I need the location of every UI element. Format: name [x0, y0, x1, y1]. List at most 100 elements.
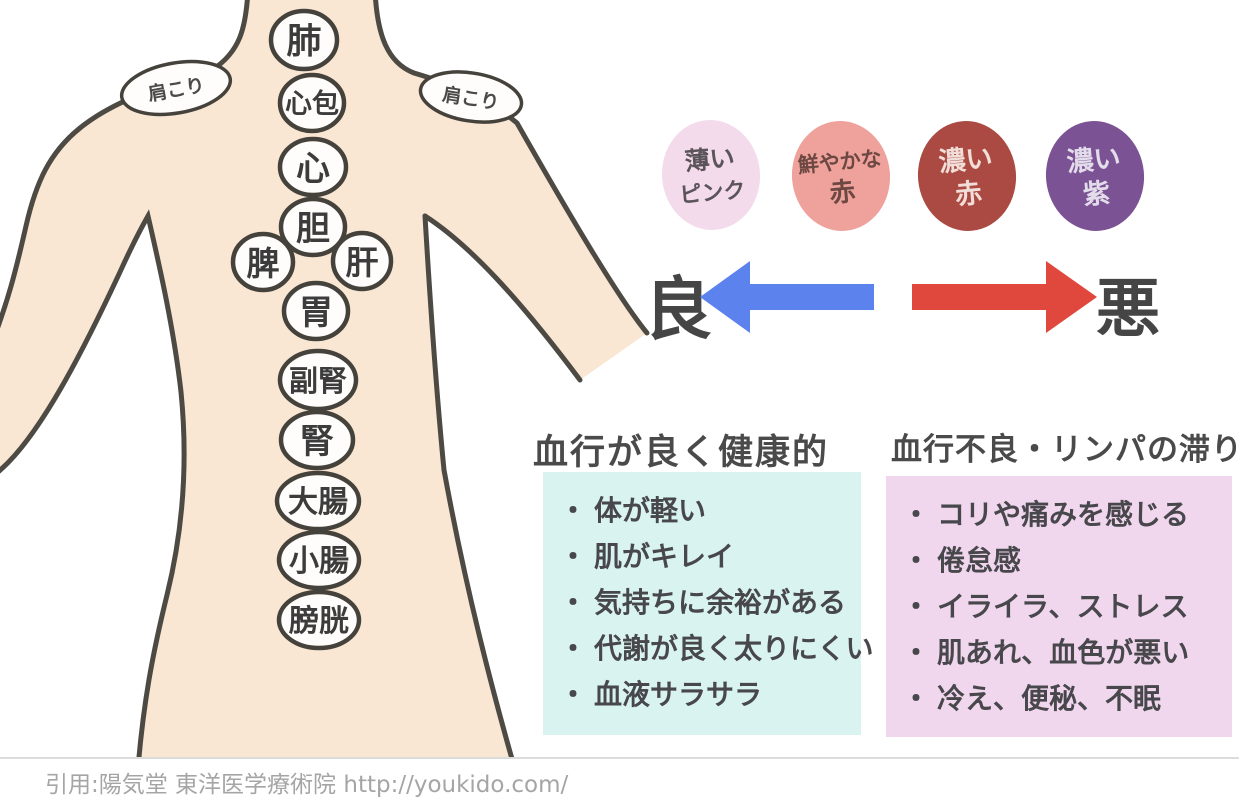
organ-label: 大腸 — [288, 485, 348, 520]
organ-oval — [230, 231, 296, 293]
organ-oval — [268, 8, 340, 72]
organ-circle-stomach: 胃 — [281, 280, 351, 342]
organ-circle-pericardium: 心包 — [277, 72, 347, 134]
good-box-item: ・ 気持ちに余裕がある — [559, 581, 851, 627]
bullet: ・ — [559, 586, 588, 619]
bad-box-item: ・ コリや痛みを感じる — [902, 493, 1222, 539]
outline-right-torso — [422, 213, 521, 783]
organ-label: 腎 — [300, 422, 334, 462]
organ-oval — [278, 196, 348, 258]
organ-circle-liver: 肝 — [330, 230, 394, 292]
good-label: 良 — [644, 271, 712, 350]
organ-label: 胃 — [299, 293, 333, 333]
bad-box-item: ・ 冷え、便秘、不眠 — [902, 677, 1222, 723]
bullet: ・ — [902, 544, 931, 577]
color-circle-shape — [661, 120, 761, 230]
organ-label: 副腎 — [289, 364, 347, 398]
color-circle-label-line1: 濃い — [1065, 143, 1121, 179]
bad-label: 悪 — [1096, 273, 1160, 347]
bad-box-item-text: イライラ、ストレス — [937, 590, 1189, 623]
color-circle-dark-purple: 濃い 紫 — [1045, 121, 1145, 231]
good-box-item-text: 血液サラサラ — [594, 678, 763, 711]
color-circle-dark-red: 濃い 赤 — [917, 121, 1017, 231]
outline-left-innerarm-torso — [0, 209, 187, 783]
bullet: ・ — [902, 590, 931, 623]
good-box-item: ・ 体が軽い — [559, 489, 851, 535]
good-box-item: ・ 代謝が良く太りにくい — [559, 627, 873, 673]
footer-citation: 引用:陽気堂 東洋医学療術院 http://youkido.com/ — [45, 772, 569, 798]
color-circle-label-line2: 赤 — [954, 178, 984, 211]
bullet: ・ — [902, 682, 931, 715]
body-outline — [0, 0, 650, 783]
color-circle-label-line2: ピンク — [679, 178, 747, 209]
bad-box-item-text: コリや痛みを感じる — [937, 498, 1190, 531]
bad-arrow-right-icon — [912, 261, 1097, 333]
organ-oval — [330, 230, 394, 292]
bad-box-item: ・ イライラ、ストレス — [902, 585, 1222, 631]
good-arrow-left-icon — [700, 261, 874, 333]
bad-box-item-text: 冷え、便秘、不眠 — [937, 682, 1162, 715]
color-scale: 薄い ピンク 鮮やかな 赤 濃い 赤 濃い 紫 — [661, 120, 1145, 231]
organ-label: 脾 — [247, 244, 280, 283]
organ-label: 肝 — [346, 243, 379, 282]
bad-box-title: 血行不良・リンパの滞り — [891, 432, 1239, 468]
color-circle-vivid-red: 鮮やかな 赤 — [791, 121, 891, 231]
bad-box-item: ・ 倦怠感 — [902, 539, 1222, 585]
good-box-item-text: 気持ちに余裕がある — [594, 586, 847, 619]
shoulder-oval-right — [418, 70, 524, 124]
organ-circle-heart: 心 — [277, 136, 349, 198]
color-circle-label-line1: 薄い — [683, 143, 735, 176]
organ-circle-adrenal: 副腎 — [277, 348, 359, 412]
organ-label: 胆 — [296, 209, 330, 249]
organ-circle-lung: 肺 — [268, 8, 340, 72]
good-box-item: ・ 肌がキレイ — [559, 535, 851, 581]
organ-oval — [281, 280, 351, 342]
bullet: ・ — [559, 678, 588, 711]
color-circle-label-line2: 紫 — [1082, 178, 1112, 211]
good-box-item-text: 代謝が良く太りにくい — [594, 632, 874, 665]
color-circle-shape — [1045, 121, 1145, 231]
organ-circle-small-intestine: 小腸 — [276, 529, 362, 591]
shoulder-label-left: 肩こり — [119, 59, 233, 117]
good-box-item-text: 体が軽い — [594, 494, 707, 527]
bad-box-item-text: 倦怠感 — [937, 544, 1022, 577]
bad-box-item: ・ 肌あれ、血色が悪い — [902, 631, 1222, 677]
organ-label: 心包 — [285, 88, 339, 120]
organ-label: 心 — [296, 149, 330, 189]
good-box: ・ 体が軽い ・ 肌がキレイ ・ 気持ちに余裕がある ・ 代謝が良く太りにくい … — [543, 472, 873, 735]
bullet: ・ — [559, 540, 588, 573]
organ-circle-spleen: 脾 — [230, 231, 296, 293]
shoulder-oval-left — [119, 59, 233, 117]
organ-oval — [277, 72, 347, 134]
organ-label: 膀胱 — [288, 604, 349, 639]
color-circle-label-line1: 濃い — [937, 143, 993, 179]
color-circle-light-pink: 薄い ピンク — [661, 120, 761, 230]
bad-box: ・ コリや痛みを感じる ・ 倦怠感 ・ イライラ、ストレス ・ 肌あれ、血色が悪… — [886, 476, 1232, 737]
organ-circle-bladder: 膀胱 — [276, 589, 362, 651]
good-box-title: 血行が良く健康的 — [533, 433, 830, 473]
color-circle-shape — [791, 121, 891, 231]
bullet: ・ — [559, 632, 588, 665]
organ-oval — [276, 529, 362, 591]
good-box-item: ・ 血液サラサラ — [559, 673, 851, 719]
organ-circle-gallbladder: 胆 — [278, 196, 348, 258]
organ-oval — [274, 470, 362, 532]
bad-box-item-text: 肌あれ、血色が悪い — [937, 636, 1190, 669]
outline-left-shoulder-arm — [0, 0, 250, 329]
organ-circle-kidney: 腎 — [278, 409, 356, 471]
shoulder-label-right: 肩こり — [418, 70, 524, 124]
organ-oval — [277, 348, 359, 412]
outline-right-innerarm — [422, 213, 583, 383]
good-box-item-text: 肌がキレイ — [594, 540, 735, 573]
footer-band: 引用:陽気堂 東洋医学療術院 http://youkido.com/ — [0, 757, 1239, 800]
good-bad-scale: 良 悪 — [644, 261, 1160, 350]
organ-label: 肺 — [286, 22, 321, 62]
organ-oval — [276, 589, 362, 651]
color-circle-label-line2: 赤 — [828, 177, 857, 209]
organ-oval — [277, 136, 349, 198]
color-circle-shape — [917, 121, 1017, 231]
organ-oval — [278, 409, 356, 471]
bullet: ・ — [559, 494, 588, 527]
